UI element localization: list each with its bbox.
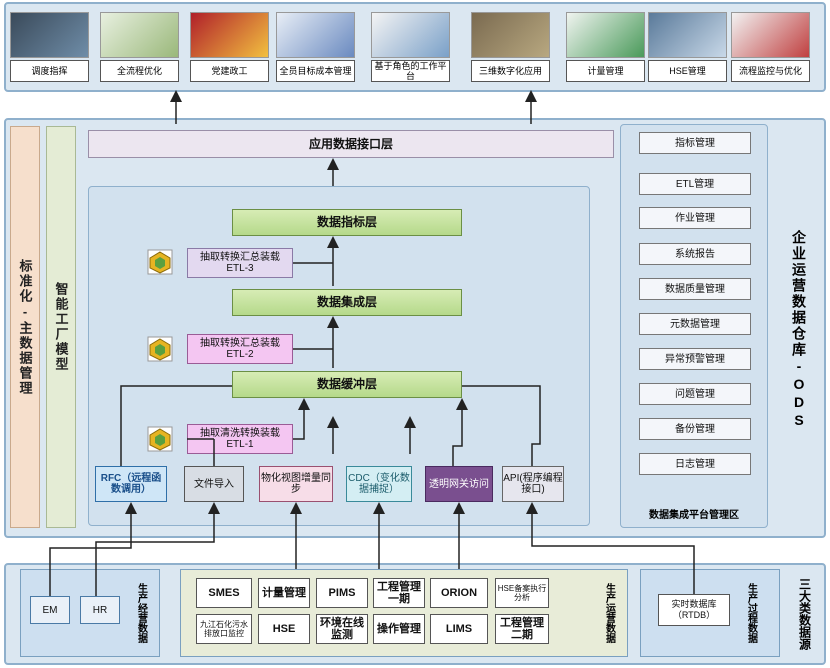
app-thumbnail-4 bbox=[276, 12, 355, 58]
etl-1-name: 抽取清洗转换装载 bbox=[200, 428, 280, 439]
process-data-label: 生产过程数据 bbox=[745, 583, 757, 643]
source-rtdb: 实时数据库（RTDB） bbox=[658, 594, 730, 626]
etl-1-code: ETL-1 bbox=[226, 439, 254, 450]
ops-source-5: ORION bbox=[430, 578, 488, 608]
etl-3-name: 抽取转换汇总装载 bbox=[200, 252, 280, 263]
etl-3-box: 抽取转换汇总装载 ETL-3 bbox=[187, 248, 293, 278]
etl-2-icon bbox=[147, 336, 173, 362]
app-thumbnail-1 bbox=[10, 12, 89, 58]
ops-source-12: 工程管理二期 bbox=[495, 614, 549, 644]
etl-3-code: ETL-3 bbox=[226, 263, 254, 274]
interface-layer: 应用数据接口层 bbox=[88, 130, 614, 158]
etl-2-name: 抽取转换汇总装载 bbox=[200, 338, 280, 349]
ods-item-7[interactable]: 异常预警管理 bbox=[639, 348, 751, 370]
source-transparent-gateway: 透明网关访问 bbox=[425, 466, 493, 502]
ops-source-1: SMES bbox=[196, 578, 252, 608]
ods-item-6[interactable]: 元数据管理 bbox=[639, 313, 751, 335]
source-materialized-view: 物化视图增量同步 bbox=[259, 466, 333, 502]
etl-2-box: 抽取转换汇总装载 ETL-2 bbox=[187, 334, 293, 364]
app-thumbnail-6 bbox=[471, 12, 550, 58]
etl-2-code: ETL-2 bbox=[226, 349, 254, 360]
ops-source-3: PIMS bbox=[316, 578, 368, 608]
ods-item-1[interactable]: 指标管理 bbox=[639, 132, 751, 154]
ods-item-8[interactable]: 问题管理 bbox=[639, 383, 751, 405]
etl-1-box: 抽取清洗转换装载 ETL-1 bbox=[187, 424, 293, 454]
app-thumbnail-5 bbox=[371, 12, 450, 58]
ops-source-7: 九江石化污水排放口监控 bbox=[196, 614, 252, 644]
ods-title: 企业运营数据仓库-ODS bbox=[791, 230, 807, 430]
app-label-6[interactable]: 三维数字化应用 bbox=[471, 60, 550, 82]
ops-source-11: LIMS bbox=[430, 614, 488, 644]
app-thumbnail-9 bbox=[731, 12, 810, 58]
source-file-import: 文件导入 bbox=[184, 466, 244, 502]
etl-3-icon bbox=[147, 249, 173, 275]
ops-data-label: 生产运营数据 bbox=[603, 583, 615, 643]
source-hr: HR bbox=[80, 596, 120, 624]
ods-item-3[interactable]: 作业管理 bbox=[639, 207, 751, 229]
ops-source-2: 计量管理 bbox=[258, 578, 310, 608]
app-thumbnail-2 bbox=[100, 12, 179, 58]
app-label-4[interactable]: 全员目标成本管理 bbox=[276, 60, 355, 82]
mgmt-data-label: 生产经营数据 bbox=[135, 583, 147, 643]
app-label-3[interactable]: 党建政工 bbox=[190, 60, 269, 82]
source-em: EM bbox=[30, 596, 70, 624]
ops-source-6: HSE备案执行分析 bbox=[495, 578, 549, 608]
ods-item-10[interactable]: 日志管理 bbox=[639, 453, 751, 475]
app-label-7[interactable]: 计量管理 bbox=[566, 60, 645, 82]
ods-management-footer: 数据集成平台管理区 bbox=[649, 510, 739, 521]
master-data-column: 标准化-主数据管理 bbox=[10, 126, 40, 528]
data-sources-title: 三大类数据源 bbox=[797, 578, 812, 650]
app-label-8[interactable]: HSE管理 bbox=[648, 60, 727, 82]
source-api: API(程序编程接口) bbox=[502, 466, 564, 502]
ops-source-8: HSE bbox=[258, 614, 310, 644]
data-integration-layer: 数据集成层 bbox=[232, 289, 462, 316]
app-label-1[interactable]: 调度指挥 bbox=[10, 60, 89, 82]
ods-item-5[interactable]: 数据质量管理 bbox=[639, 278, 751, 300]
ops-source-4: 工程管理一期 bbox=[373, 578, 425, 608]
source-cdc: CDC（变化数据捕捉） bbox=[346, 466, 412, 502]
ops-source-10: 操作管理 bbox=[373, 614, 425, 644]
smart-factory-model-column: 智能工厂模型 bbox=[46, 126, 76, 528]
app-label-2[interactable]: 全流程优化 bbox=[100, 60, 179, 82]
app-label-9[interactable]: 流程监控与优化 bbox=[731, 60, 810, 82]
ods-item-2[interactable]: ETL管理 bbox=[639, 173, 751, 195]
source-rfc: RFC（远程函数调用） bbox=[95, 466, 167, 502]
ods-item-9[interactable]: 备份管理 bbox=[639, 418, 751, 440]
etl-1-icon bbox=[147, 426, 173, 452]
ods-item-4[interactable]: 系统报告 bbox=[639, 243, 751, 265]
data-buffer-layer: 数据缓冲层 bbox=[232, 371, 462, 398]
app-thumbnail-8 bbox=[648, 12, 727, 58]
app-thumbnail-7 bbox=[566, 12, 645, 58]
app-thumbnail-3 bbox=[190, 12, 269, 58]
data-indicator-layer: 数据指标层 bbox=[232, 209, 462, 236]
ops-source-9: 环境在线监测 bbox=[316, 614, 368, 644]
app-label-5[interactable]: 基于角色的工作平台 bbox=[371, 60, 450, 82]
